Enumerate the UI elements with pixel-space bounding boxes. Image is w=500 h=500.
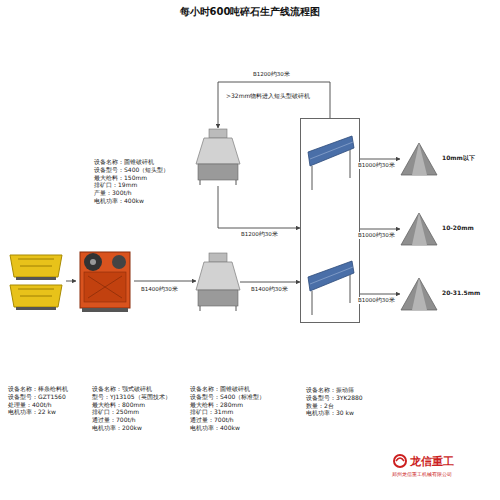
conveyor-line (218, 82, 330, 128)
pile-outline (401, 143, 437, 175)
spec-line: 设备名称：圆锥破碎机 (190, 385, 265, 393)
conveyor-label: B1400约30米 (250, 286, 289, 293)
spec-line: 电机功率：30 kw (306, 409, 363, 417)
pile-outline (401, 278, 437, 310)
product-pile: 20-31.5mm (400, 277, 438, 311)
spec-line: 最大给料：280mm (190, 401, 265, 409)
text-block: 10-20mm (442, 224, 474, 232)
conveyor-line (360, 229, 400, 230)
spec-line: 设备名称：棒条给料机 (8, 385, 68, 393)
text-block: 设备名称：圆锥破碎机设备型号：S400（短头型）最大给料：150mm排矿口：19… (94, 158, 169, 205)
product-pile: 10-20mm (400, 212, 438, 246)
conveyor-line (360, 159, 400, 160)
conveyor-label: B1000约30米 (357, 232, 396, 239)
text-block: 20-31.5mm (442, 289, 480, 297)
jaw-crusher-node: 设备名称：颚式破碎机型号：YJ13105（英国技术）最大给料：800mm排矿口：… (76, 248, 134, 314)
text-block: 10mm以下 (442, 154, 475, 162)
text-block: 设备名称：颚式破碎机型号：YJ13105（英国技术）最大给料：800mm排矿口：… (92, 385, 171, 432)
spec-line: 设备型号：S400（短头型） (94, 166, 169, 174)
product-size: 10mm以下 (442, 154, 475, 162)
conveyor-label: B1200约30米 (240, 231, 279, 238)
logo-text: 龙信重工 (410, 454, 454, 469)
conveyor-line (66, 281, 76, 282)
spec-line: 最大给料：150mm (94, 174, 169, 182)
pile-shape (400, 212, 438, 246)
pile-highlight (412, 213, 427, 245)
spec-line: 通过量：700t/h (92, 416, 171, 424)
cone-crusher-drawing (196, 253, 240, 311)
spec-line: 最大给料：800mm (92, 401, 171, 409)
vibrating-screen-drawing (308, 136, 354, 315)
spec-line: 设备名称：颚式破碎机 (92, 385, 171, 393)
feeder-drawing (10, 255, 62, 310)
feeder-node: 设备名称：棒条给料机设备型号：GZT1560处理量：400t/h电机功率：22 … (8, 248, 66, 312)
cone-crusher-drawing (196, 129, 240, 185)
spec-line: 处理量：400t/h (8, 401, 68, 409)
jaw-crusher-drawing (80, 252, 130, 312)
spec-line: 电机功率：400kw (190, 424, 265, 432)
conveyor-label: B1400约30米 (140, 286, 179, 293)
company-name: 郑州龙信重工机械有限公司 (392, 471, 452, 477)
text-block: 设备名称：圆锥破碎机设备型号：S400（标准型）最大给料：280mm排矿口：31… (190, 385, 265, 432)
spec-line: 设备名称：振动筛 (306, 386, 363, 394)
cone-crusher-node: 设备名称：圆锥破碎机设备型号：S400（标准型）最大给料：280mm排矿口：31… (196, 252, 240, 312)
product-pile: 10mm以下 (400, 142, 438, 176)
spec-line: 排矿口：31mm (190, 408, 265, 416)
conveyor-line (240, 282, 300, 283)
pile-outline (401, 213, 437, 245)
product-size: 10-20mm (442, 224, 474, 232)
conveyor-label: B1000约30米 (357, 297, 396, 304)
conveyor-label: B1000约30米 (357, 162, 396, 169)
text-block: 设备名称：振动筛设备型号：3YK2880数量：2台电机功率：30 kw (306, 386, 363, 417)
diagram-title: 每小时600吨碎石生产线流程图 (0, 5, 500, 19)
spec-line: 数量：2台 (306, 402, 363, 410)
conveyor-label: B1200约30米 (252, 71, 291, 78)
spec-line: 电机功率：400kw (94, 197, 169, 205)
pile-highlight (412, 143, 427, 175)
text-block: 设备名称：棒条给料机设备型号：GZT1560处理量：400t/h电机功率：22 … (8, 385, 68, 416)
pile-shape (400, 142, 438, 176)
spec-line: 设备型号：GZT1560 (8, 393, 68, 401)
spec-line: 排矿口：19mm (94, 181, 169, 189)
spec-line: 产量：300t/h (94, 189, 169, 197)
product-size: 20-31.5mm (442, 289, 480, 297)
spec-line: 设备型号：S400（标准型） (190, 393, 265, 401)
spec-line: 电机功率：200kw (92, 424, 171, 432)
spec-line: 电机功率：22 kw (8, 408, 68, 416)
pile-highlight (412, 278, 427, 310)
screen-group-box: 设备名称：振动筛设备型号：3YK2880数量：2台电机功率：30 kw (300, 118, 360, 323)
spec-line: 设备型号：3YK2880 (306, 394, 363, 402)
conveyor-line (360, 294, 400, 295)
spec-line: 通过量：700t/h (190, 416, 265, 424)
spec-line: 型号：YJ13105（英国技术） (92, 393, 171, 401)
logo-mark (394, 455, 406, 467)
note-text: >32mm物料进入短头型破碎机 (226, 92, 310, 101)
spec-line: 排矿口：250mm (92, 408, 171, 416)
conveyor-line (218, 186, 300, 228)
pile-shape (400, 277, 438, 311)
conveyor-line (134, 281, 196, 282)
cone-crusher-node: 设备名称：圆锥破碎机设备型号：S400（短头型）最大给料：150mm排矿口：19… (196, 128, 240, 186)
spec-line: 设备名称：圆锥破碎机 (94, 158, 169, 166)
